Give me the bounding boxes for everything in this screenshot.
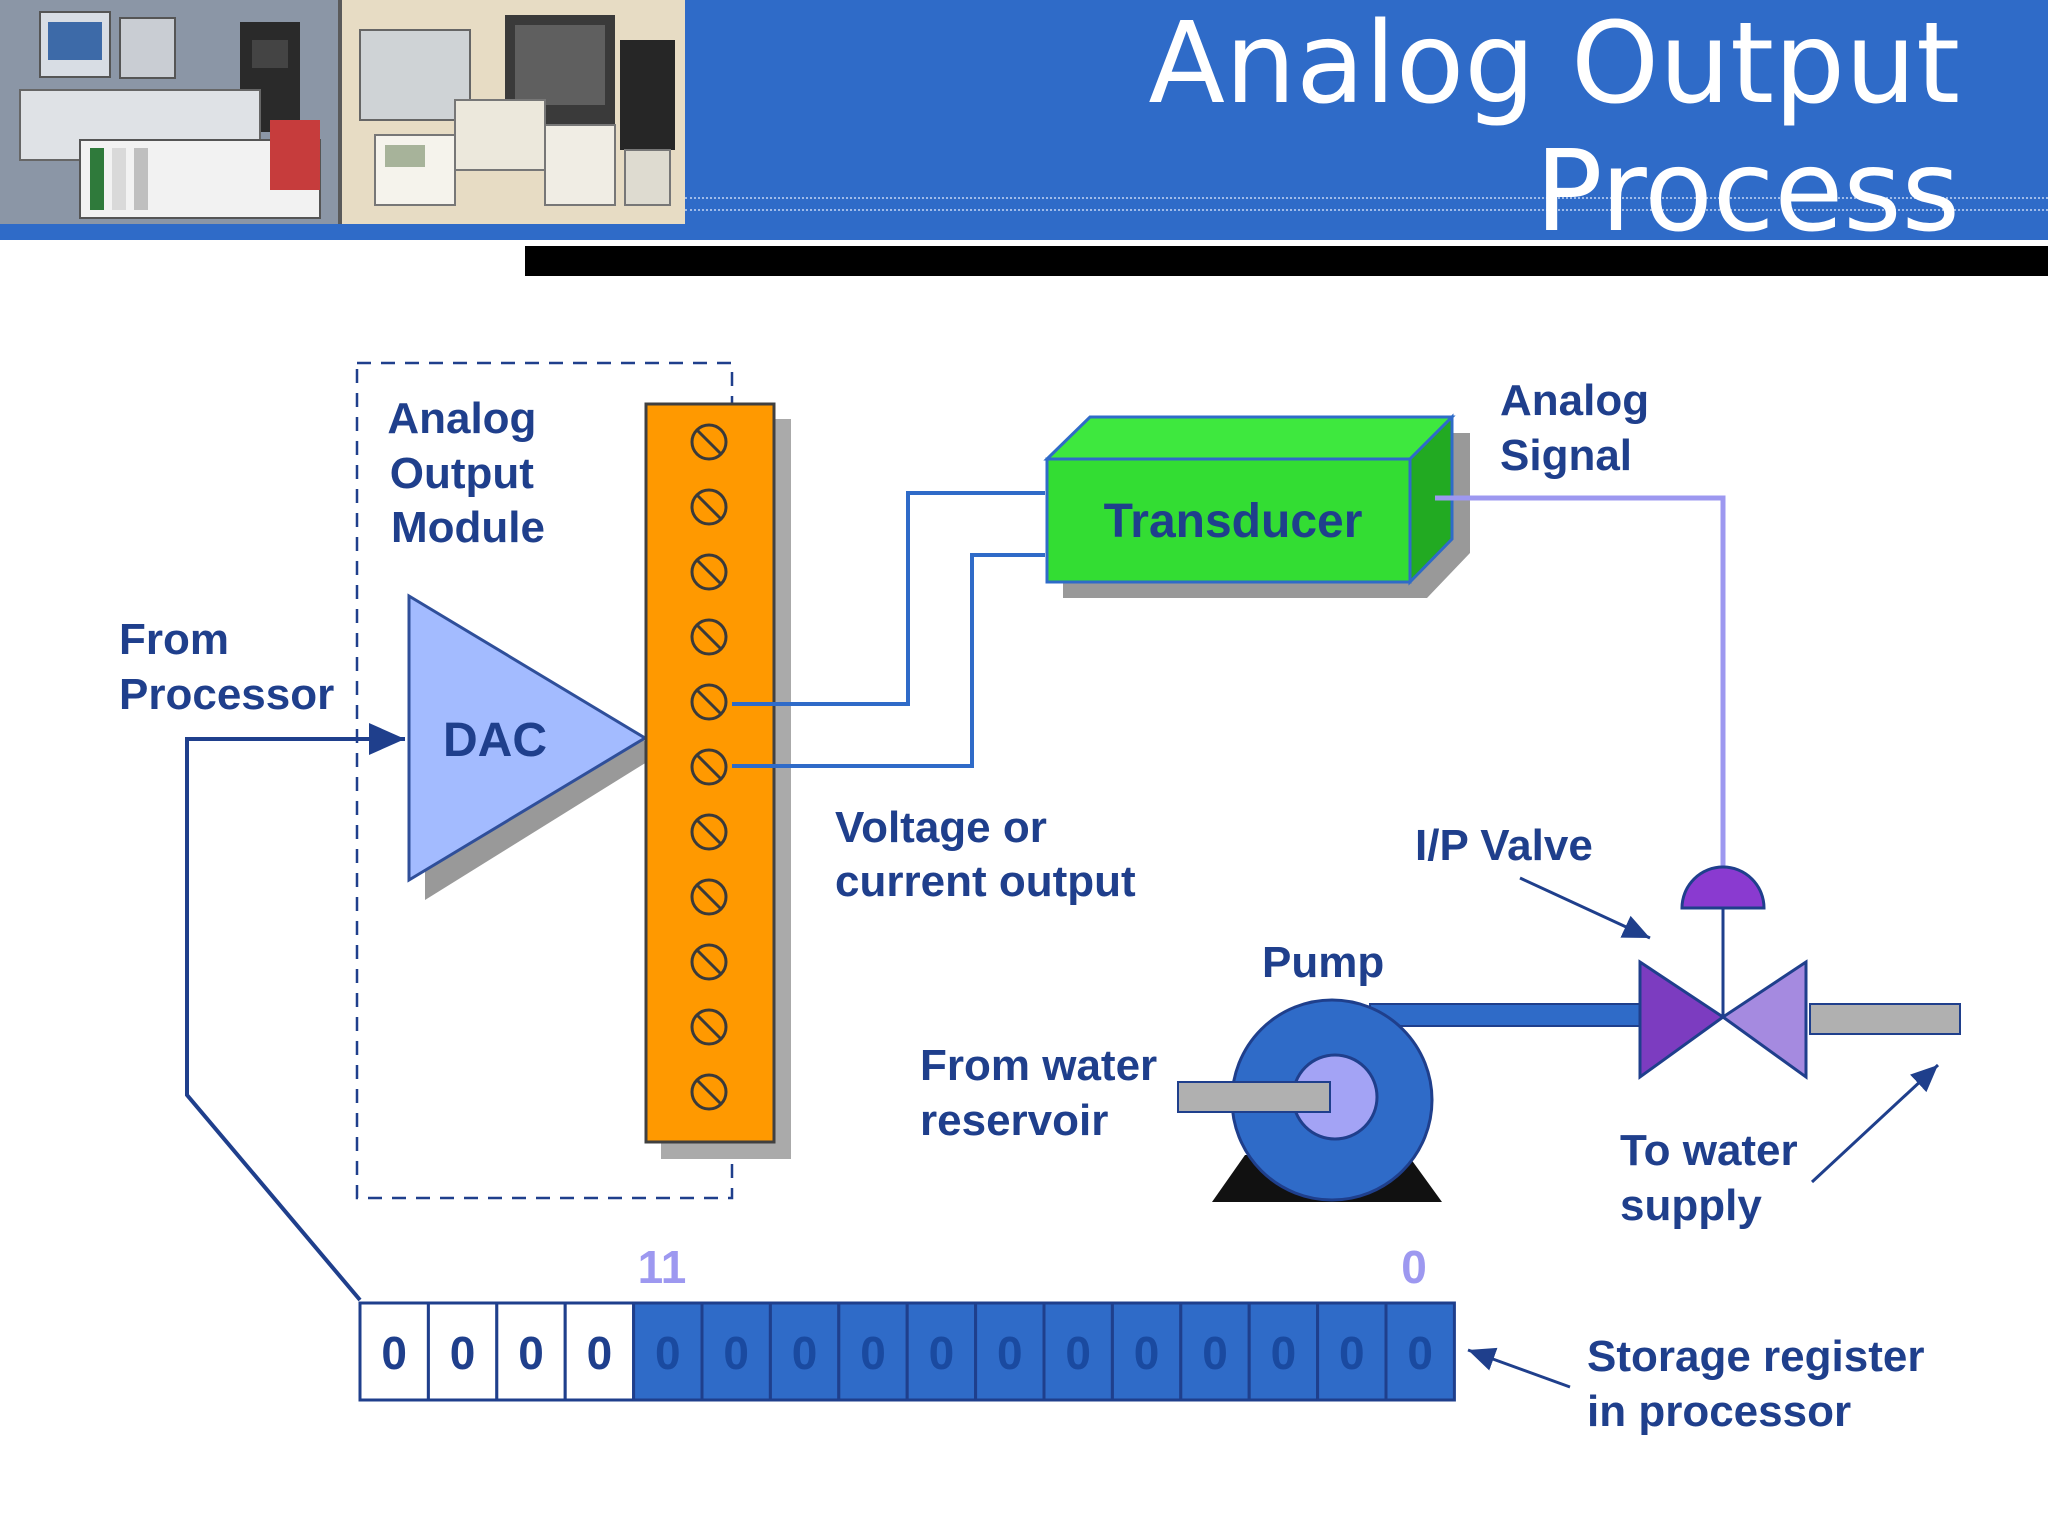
register-bit-value: 0	[792, 1327, 818, 1379]
pump-outlet-pipe	[1369, 1003, 1641, 1027]
register-bit-unused: 0	[563, 1301, 636, 1402]
register-bit-value: 0	[450, 1327, 476, 1379]
storage-register-label: Storage register in processor	[1587, 1332, 1937, 1436]
dac-amplifier	[407, 593, 648, 883]
register-bit-value: 0	[1271, 1327, 1297, 1379]
register-bit-value: 0	[518, 1327, 544, 1379]
analog-signal-line	[1435, 495, 1726, 870]
register-bit: 0	[905, 1301, 978, 1402]
terminal-strip	[644, 402, 776, 1144]
terminal-screw	[690, 423, 728, 461]
register-msb-index: 11	[638, 1241, 687, 1293]
terminal-screw	[690, 878, 728, 916]
register-bit: 0	[1384, 1301, 1456, 1402]
header-dotted-rule	[685, 197, 2048, 199]
to-supply-arrow	[1810, 1063, 1940, 1184]
transducer-top	[1043, 415, 1456, 461]
ip-valve-label: I/P Valve	[1415, 821, 1593, 870]
terminal-screw	[690, 813, 728, 851]
terminal-screw	[690, 1073, 728, 1111]
register-bit: 0	[1179, 1301, 1251, 1402]
analog-signal-label: Analog Signal	[1500, 376, 1661, 480]
register-bit: 0	[1110, 1301, 1183, 1402]
register-bit-value: 0	[860, 1327, 886, 1379]
register-bit-unused: 0	[358, 1301, 430, 1402]
register-bit-value: 0	[655, 1327, 681, 1379]
register-bit-value: 0	[587, 1327, 613, 1379]
register-bit: 0	[1042, 1301, 1114, 1402]
output-wire-2	[732, 553, 1045, 768]
pump-label: Pump	[1262, 938, 1384, 987]
terminal-screw	[690, 1008, 728, 1046]
reservoir-inlet-pipe	[1177, 1081, 1331, 1113]
dac-label: DAC	[443, 714, 547, 767]
valve-body-left	[1638, 959, 1726, 1080]
from-reservoir-label: From water reservoir	[920, 1041, 1169, 1145]
header-dotted-rule	[685, 209, 2048, 211]
processor-feed-line	[185, 723, 405, 1302]
supply-pipe	[1809, 1003, 1961, 1035]
register-bit: 0	[768, 1301, 841, 1402]
register-bit: 0	[974, 1301, 1046, 1402]
terminal-screw	[690, 618, 728, 656]
terminal-screw	[690, 488, 728, 526]
register-bit-value: 0	[1065, 1327, 1091, 1379]
title-line-2: Process	[1535, 127, 1960, 257]
valve-actuator	[1680, 865, 1766, 910]
register-bit-value: 0	[1202, 1327, 1228, 1379]
register-bit-value: 0	[1134, 1327, 1160, 1379]
transducer-label: Transducer	[1104, 495, 1363, 548]
to-supply-label: To water supply	[1620, 1126, 1810, 1230]
register-bit-unused: 0	[426, 1301, 499, 1402]
from-processor-label: From Processor	[119, 615, 334, 719]
header-black-bar	[525, 246, 2048, 276]
register-bit: 0	[1316, 1301, 1388, 1402]
register-bit: 0	[837, 1301, 909, 1402]
register-bit-value: 0	[723, 1327, 749, 1379]
register-bit: 0	[1247, 1301, 1320, 1402]
register-bit-value: 0	[1407, 1327, 1433, 1379]
ip-valve-arrow	[1519, 876, 1651, 940]
register-bit-value: 0	[997, 1327, 1023, 1379]
terminal-screw	[690, 748, 728, 786]
transducer-box	[1045, 457, 1412, 584]
module-label: Analog Output Module	[387, 394, 548, 552]
register-bit-value: 0	[381, 1327, 407, 1379]
terminal-screws	[690, 423, 728, 1111]
terminal-screw	[690, 943, 728, 981]
storage-register-arrow	[1467, 1347, 1571, 1389]
plc-hardware-photo	[0, 0, 685, 224]
terminal-screw	[690, 683, 728, 721]
slide-title: Analog Output Process	[960, 0, 1960, 256]
voltage-output-label: Voltage or current output	[835, 803, 1136, 906]
register-bit: 0	[632, 1301, 704, 1402]
header-banner: Analog Output Process	[0, 0, 2048, 256]
register-lsb-index: 0	[1401, 1241, 1427, 1293]
output-wire-1	[732, 491, 1045, 706]
valve-body-right	[1720, 959, 1808, 1080]
register-bit-value: 0	[1339, 1327, 1365, 1379]
register-bit: 0	[700, 1301, 772, 1402]
title-line-1: Analog Output	[1148, 0, 1960, 129]
terminal-screw	[690, 553, 728, 591]
register-bit-value: 0	[929, 1327, 955, 1379]
register-bit-unused: 0	[495, 1301, 567, 1402]
